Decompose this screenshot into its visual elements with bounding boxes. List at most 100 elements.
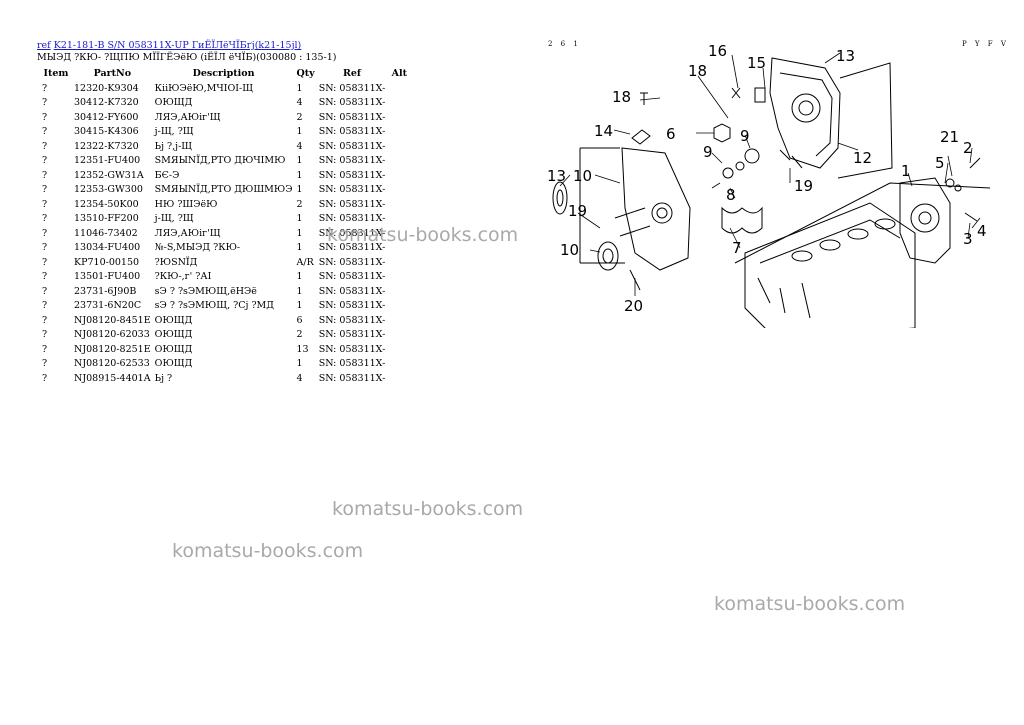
partno-cell: 12352-GW31A [74,169,144,181]
partno-cell: 13501-FU400 [74,271,141,283]
partno-cell: 23731-6N20C [74,300,142,312]
catalog-title-link[interactable]: K21-181-B S/N 058311X-UP ГиЁЇЛёЧЇБґj(k21… [53,40,302,51]
description-cell: Ьј ?,ј-Щ [154,140,193,152]
ref-cell: SN: 058311X- [318,343,386,355]
qty-cell: 1 [296,82,303,94]
partno-cell: 23731-6J90B [74,285,137,297]
alt-cell [387,284,411,299]
item-cell: ? [42,358,48,370]
ref-cell: SN: 058311X- [318,111,386,123]
partno-cell: 30415-K4306 [74,126,139,138]
description-cell: sЭ ? ?sЭМЮЩ, ?Сј ?МД [154,300,275,312]
alt-cell [387,299,411,314]
item-cell: ? [42,242,48,254]
qty-cell: 1 [296,271,303,283]
alt-cell [387,81,411,96]
alt-cell [387,154,411,169]
item-cell: ? [42,314,48,326]
description-cell: ОЮЩД [154,358,193,370]
callout-17: 16 [708,42,727,60]
alt-cell [387,255,411,270]
qty-cell: 1 [296,242,303,254]
ref-cell: SN: 058311X- [318,140,386,152]
qty-cell: 1 [296,184,303,196]
engine-block-drawing [734,182,990,328]
description-cell: ОЮЩД [154,314,193,326]
description-cell: ОЮЩД [154,97,193,109]
description-cell: ОЮЩД [154,343,193,355]
qty-cell: 2 [296,198,303,210]
item-cell: ? [42,329,48,341]
parts-table: Item PartNo Description Qty Ref Alt ?123… [36,65,411,386]
watermark-3: komatsu-books.com [172,540,364,562]
ref-cell: SN: 058311X- [318,184,386,196]
description-cell: ЛЯЭ,АЮіг'Щ [154,227,221,239]
col-ref: Ref [342,67,362,79]
qty-cell: A/R [296,256,314,268]
item-cell: ? [42,97,48,109]
header-links: ref K21-181-B S/N 058311X-UP ГиЁЇЛёЧЇБґj… [37,40,301,51]
qty-cell: 1 [296,358,303,370]
alt-cell [387,342,411,357]
ref-cell: SN: 058311X- [318,271,386,283]
partno-cell: 12354-50K00 [74,198,139,210]
item-cell: ? [42,343,48,355]
ref-cell: SN: 058311X- [318,169,386,181]
ref-cell: SN: 058311X- [318,97,386,109]
qty-cell: 1 [296,155,303,167]
callout-numbers: 16 18 15 13 18 14 6 9 9 12 8 19 1 21 2 5… [547,42,987,315]
description-cell: ?ЮЅNЇД [154,256,198,268]
item-cell: ? [42,184,48,196]
callout-21: 21 [940,128,959,146]
gear-case-cover-drawing [769,57,893,179]
partno-cell: 30412-K7320 [74,97,139,109]
alt-cell [387,125,411,140]
callout-9a: 9 [740,127,750,145]
col-alt: Alt [391,67,407,79]
description-cell: ?КЮ-,г' ?АІ [154,271,212,283]
ref-link[interactable]: ref [37,40,51,51]
partno-cell: NJ08120-8251E [74,343,151,355]
partno-cell: 11046-73402 [74,227,138,239]
exploded-parts-diagram: 16 18 15 13 18 14 6 9 9 12 8 19 1 21 2 5… [547,42,990,328]
callout-11: 10 [573,167,592,185]
callout-9b: 9 [703,143,713,161]
page-code: P Y F V [962,40,1009,48]
description-cell: ОЮЩД [154,329,193,341]
description-cell: sЭ ? ?sЭМЮЩ,ёНЭё [154,285,257,297]
item-cell: ? [42,82,48,94]
callout-2: 2 [963,139,973,157]
qty-cell: 2 [296,329,303,341]
alt-cell [387,197,411,212]
callout-6: 6 [666,125,676,143]
parts-table-header: Item PartNo Description Qty Ref Alt [36,65,411,81]
partno-cell: 30412-FY600 [74,111,139,123]
qty-cell: 1 [296,300,303,312]
partno-cell: NJ08915-4401A [74,372,151,384]
partno-cell: 13034-FU400 [74,242,141,254]
description-cell: №-S,МЫЭД ?КЮ- [154,242,241,254]
qty-cell: 4 [296,140,303,152]
description-cell: Ьј ? [154,372,173,384]
col-partno: PartNo [93,67,132,79]
partno-cell: 12320-K9304 [74,82,139,94]
item-cell: ? [42,155,48,167]
item-cell: ? [42,198,48,210]
description-cell: ЛЯЭ,АЮіг'Щ [154,111,221,123]
qty-cell: 6 [296,314,303,326]
